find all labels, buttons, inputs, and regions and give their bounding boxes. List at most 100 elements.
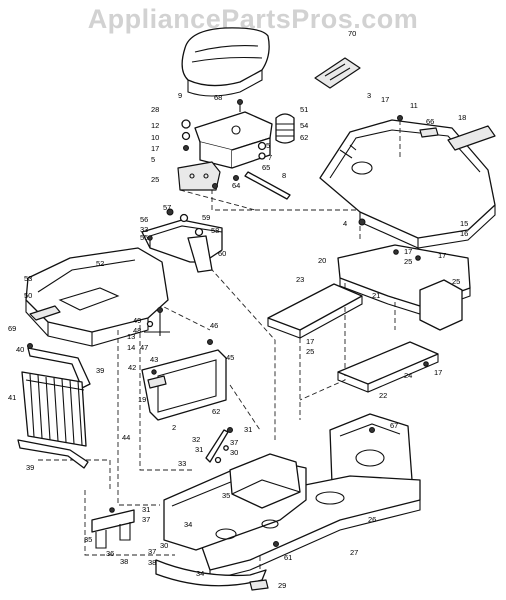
nut-4 (358, 218, 366, 226)
callout-31: 31 (244, 425, 252, 434)
callout-17: 17 (151, 144, 159, 153)
callout-16: 16 (460, 229, 468, 238)
callout-38: 38 (148, 558, 156, 567)
callout-52: 52 (96, 259, 104, 268)
callout-34: 34 (196, 569, 204, 578)
right-footrest (337, 341, 439, 393)
callout-10: 10 (151, 133, 159, 142)
callout-37: 37 (148, 547, 156, 556)
seat-bracket (177, 99, 295, 200)
callout-24: 24 (404, 371, 412, 380)
grille (21, 371, 87, 447)
callout-17: 17 (434, 368, 442, 377)
callout-62: 62 (212, 407, 220, 416)
callout-3: 3 (367, 91, 371, 100)
callout-60: 60 (218, 249, 226, 258)
left-footrest (267, 283, 363, 339)
callout-34: 34 (184, 520, 192, 529)
callout-59: 59 (202, 213, 210, 222)
callout-36: 36 (106, 549, 114, 558)
callout-21: 21 (372, 291, 380, 300)
callout-54: 54 (300, 121, 308, 130)
callout-70: 70 (348, 29, 356, 38)
callout-68: 68 (214, 93, 222, 102)
callout-15: 15 (460, 219, 468, 228)
callout-8: 8 (282, 171, 286, 180)
callout-35: 35 (84, 535, 92, 544)
hood-hinge (144, 307, 170, 336)
callout-31: 31 (195, 445, 203, 454)
callout-62: 62 (300, 133, 308, 142)
callout-51: 51 (300, 105, 308, 114)
callout-58: 58 (211, 226, 219, 235)
dash-console (141, 208, 223, 273)
callout-13: 13 (127, 332, 135, 341)
callout-65: 65 (262, 163, 270, 172)
callout-20: 20 (318, 256, 326, 265)
callout-5: 5 (266, 141, 270, 150)
callout-9: 9 (178, 91, 182, 100)
callout-44: 44 (122, 433, 130, 442)
callout-12: 12 (151, 121, 159, 130)
callout-11: 11 (410, 101, 418, 110)
callout-38: 38 (120, 557, 128, 566)
plate-29 (249, 579, 269, 591)
callout-25: 25 (306, 347, 314, 356)
callout-22: 22 (379, 391, 387, 400)
callout-56: 56 (140, 215, 148, 224)
rear-panel (337, 244, 471, 331)
callout-17: 17 (306, 337, 314, 346)
bumper-bracket (91, 507, 135, 549)
callout-14: 14 (127, 343, 135, 352)
callout-35: 35 (222, 491, 230, 500)
callout-28: 28 (151, 105, 159, 114)
front-hood (25, 247, 169, 347)
callout-25: 25 (151, 175, 159, 184)
callout-30: 30 (230, 448, 238, 457)
callout-39: 39 (26, 463, 34, 472)
callout-33: 33 (140, 225, 148, 234)
callout-27: 27 (350, 548, 358, 557)
callout-17: 17 (438, 251, 446, 260)
callout-57: 57 (163, 203, 171, 212)
callout-4: 4 (343, 219, 347, 228)
callout-53: 53 (24, 274, 32, 283)
callout-17: 17 (404, 247, 412, 256)
callout-48: 48 (133, 326, 141, 335)
callout-25: 25 (452, 277, 460, 286)
callout-25: 25 (404, 257, 412, 266)
steering-support (205, 427, 233, 464)
callout-7: 7 (268, 153, 272, 162)
side-panel (141, 339, 227, 421)
callout-30: 30 (160, 541, 168, 550)
callout-37: 37 (142, 515, 150, 524)
callout-49: 49 (133, 316, 141, 325)
callout-43: 43 (150, 355, 158, 364)
decal-plate (314, 57, 361, 89)
callout-69: 69 (8, 324, 16, 333)
callout-66: 66 (426, 117, 434, 126)
callout-40: 40 (16, 345, 24, 354)
callout-55: 55 (140, 233, 148, 242)
callout-26: 26 (368, 515, 376, 524)
seat (181, 27, 270, 97)
screw-40 (27, 343, 33, 349)
callout-2: 2 (172, 423, 176, 432)
callout-32: 32 (192, 435, 200, 444)
callout-46: 46 (210, 321, 218, 330)
callout-45: 45 (226, 353, 234, 362)
side-decal (447, 125, 496, 151)
callout-33: 33 (178, 459, 186, 468)
callout-18: 18 (458, 113, 466, 122)
callout-39: 39 (96, 366, 104, 375)
callout-29: 29 (278, 581, 286, 590)
callout-19: 19 (138, 395, 146, 404)
callout-37: 37 (230, 438, 238, 447)
callout-61: 61 (284, 553, 292, 562)
main-frame (195, 413, 421, 581)
callout-5: 5 (151, 155, 155, 164)
callout-42: 42 (128, 363, 136, 372)
callout-67: 67 (390, 421, 398, 430)
